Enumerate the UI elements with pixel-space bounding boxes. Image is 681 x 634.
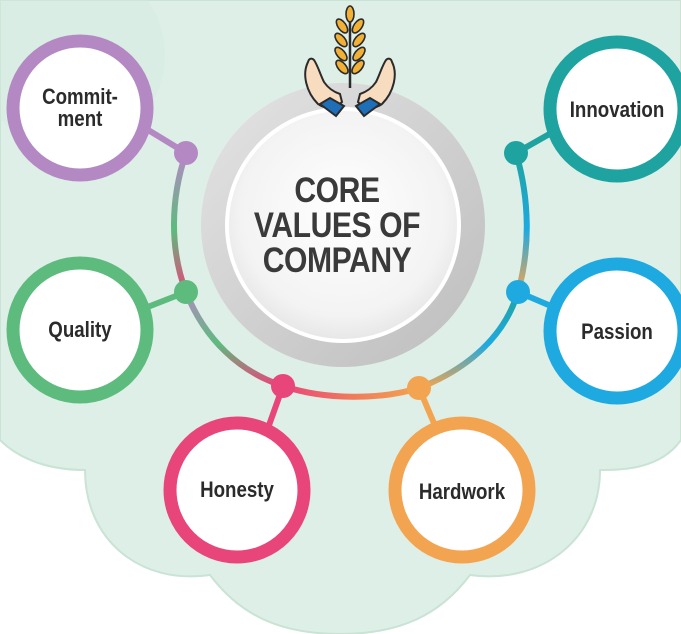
value-node-hardwork — [388, 416, 536, 564]
dot-honesty — [271, 374, 295, 398]
label-commitment-line-1: Commit- — [42, 83, 118, 109]
dot-quality — [174, 280, 198, 304]
wheat-in-hands-icon — [304, 5, 396, 118]
label-passion: Passion — [581, 318, 653, 344]
dot-innovation — [504, 141, 528, 165]
label-quality: Quality — [48, 316, 112, 342]
connector-arc — [171, 150, 530, 400]
value-node-honesty — [163, 416, 311, 564]
center-title-line-3: COMPANY — [262, 240, 412, 280]
value-node-passion — [543, 257, 681, 405]
center-title-line-2: VALUES OF — [253, 205, 421, 245]
label-commitment-line-2: ment — [57, 106, 103, 131]
label-innovation: Innovation — [569, 96, 665, 122]
center-title-line-1: CORE — [294, 170, 380, 210]
center-circle — [201, 83, 485, 367]
dot-commitment — [174, 141, 198, 165]
label-honesty: Honesty — [200, 476, 274, 502]
dot-passion — [506, 280, 530, 304]
dot-hardwork — [407, 376, 431, 400]
connector-dots — [174, 141, 530, 400]
value-node-commitment — [6, 34, 154, 182]
label-commitment: Commit- ment — [33, 70, 127, 146]
center-title: CORE VALUES OF COMPANY — [247, 160, 428, 290]
value-node-innovation — [543, 35, 681, 183]
label-hardwork: Hardwork — [418, 478, 506, 504]
value-node-quality — [6, 256, 154, 404]
